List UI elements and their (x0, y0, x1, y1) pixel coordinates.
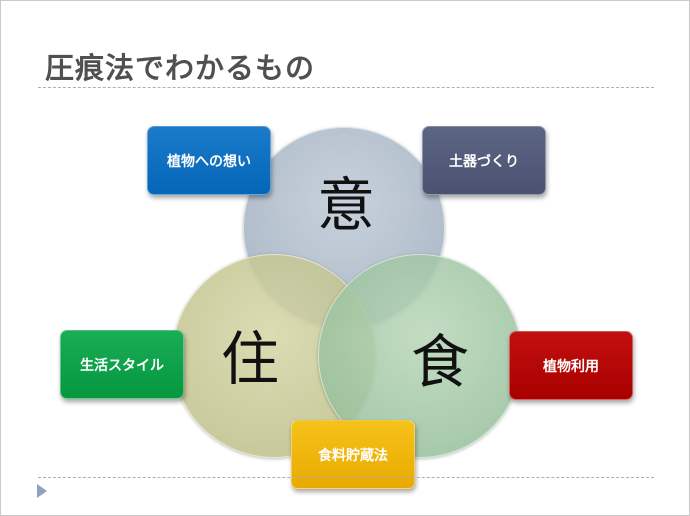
circle-label-shoku: 食 (411, 328, 470, 396)
title-divider (38, 87, 654, 88)
box-food-storage: 食料貯蔵法 (291, 420, 415, 489)
box-lifestyle: 生活スタイル (60, 330, 184, 399)
box-plant-use: 植物利用 (509, 331, 633, 400)
box-pottery-making: 土器づくり (422, 126, 546, 195)
footer-divider (38, 477, 654, 478)
circle-label-ju: 住 (221, 325, 280, 393)
next-slide-arrow-icon[interactable] (37, 484, 47, 498)
circle-label-i: 意 (317, 171, 376, 239)
slide-title: 圧痕法でわかるもの (45, 51, 316, 85)
box-plant-feelings: 植物への想い (147, 126, 271, 195)
